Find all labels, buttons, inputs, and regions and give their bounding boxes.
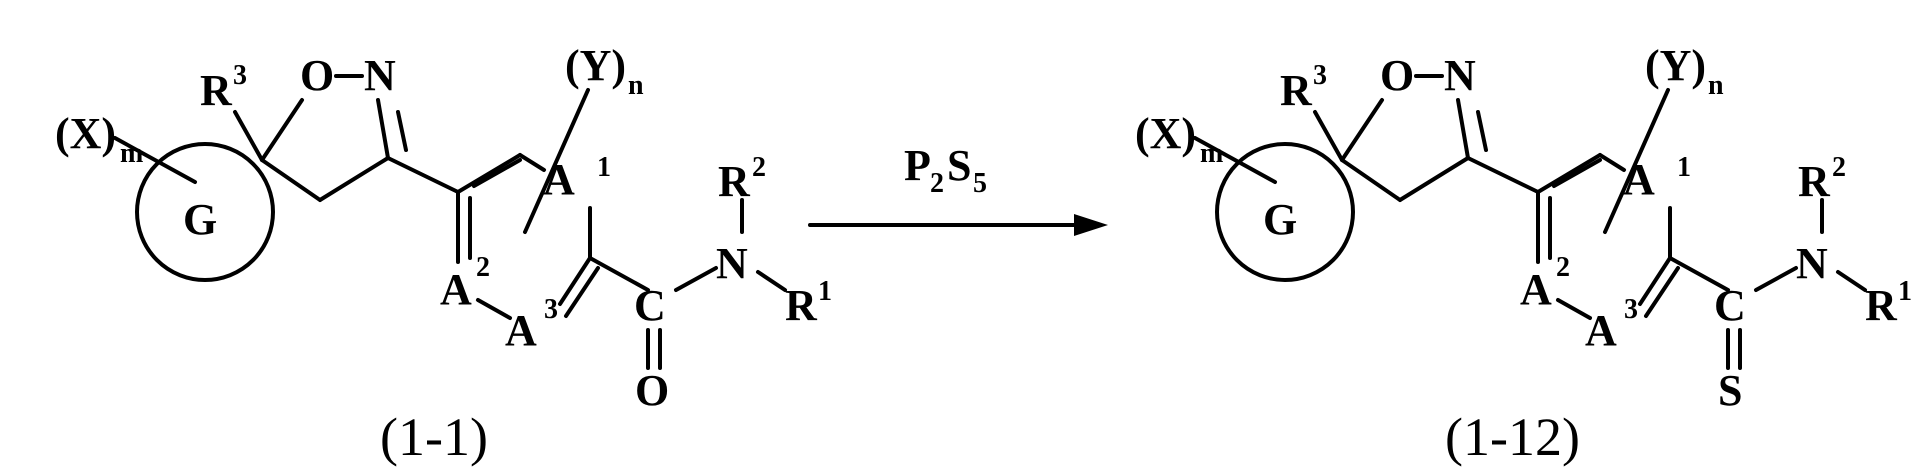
product-r2-sup: 2 (1832, 152, 1846, 183)
product-y-group: (Y) (1645, 41, 1706, 90)
product-r1: R (1865, 281, 1898, 330)
reactant-r3: R (200, 66, 233, 115)
reactant-x-sub: m (120, 138, 143, 169)
product-r3-sup: 3 (1313, 60, 1327, 91)
product-a2: A (1520, 265, 1552, 314)
product-a1-sup: 1 (1677, 152, 1691, 183)
reactant-y-sub: n (628, 70, 644, 101)
reactant-amide-n: N (716, 239, 748, 288)
reactant-hetero: O (635, 366, 669, 415)
reactant-r3-sup: 3 (233, 60, 247, 91)
reactant-g-label: G (183, 195, 217, 244)
product-x-sub: m (1200, 138, 1223, 169)
product-x-group: (X) (1135, 109, 1196, 158)
reactant-structure: G (X) m R 3 O N (Y) n A 1 A 2 A (55, 41, 832, 415)
reagent-label: P 2 S 5 (904, 141, 987, 199)
reactant-r2-sup: 2 (752, 152, 766, 183)
svg-text:S: S (947, 141, 971, 190)
product-structure: G (X) m R 3 O N (Y) n A 1 A 2 A 3 C (1135, 41, 1912, 415)
reactant-a2: A (440, 265, 472, 314)
reactant-label: (1-1) (380, 407, 488, 467)
reactant-a3: A (505, 306, 537, 355)
product-r3: R (1280, 66, 1313, 115)
product-ring-n: N (1444, 51, 1476, 100)
product-label: (1-12) (1445, 407, 1580, 467)
product-a2-sup: 2 (1556, 252, 1570, 283)
product-a1: A (1623, 155, 1655, 204)
svg-text:2: 2 (930, 168, 944, 199)
reactant-y-group: (Y) (565, 41, 626, 90)
product-a3-sup: 3 (1624, 294, 1638, 325)
product-a3: A (1585, 306, 1617, 355)
product-g-label: G (1263, 195, 1297, 244)
product-r2: R (1798, 157, 1831, 206)
product-r1-sup: 1 (1898, 276, 1912, 307)
reactant-a1-sup: 1 (597, 152, 611, 183)
reactant-r1-sup: 1 (818, 276, 832, 307)
svg-text:P: P (904, 141, 931, 190)
reactant-a2-sup: 2 (476, 252, 490, 283)
product-carbon: C (1714, 281, 1746, 330)
reactant-a1: A (543, 155, 575, 204)
svg-text:5: 5 (973, 168, 987, 199)
product-amide-n: N (1796, 239, 1828, 288)
reactant-r1: R (785, 281, 818, 330)
product-hetero: S (1718, 366, 1742, 415)
reactant-ring-o: O (300, 51, 334, 100)
reactant-carbon: C (634, 281, 666, 330)
reactant-a3-sup: 3 (544, 294, 558, 325)
reactant-x-group: (X) (55, 109, 116, 158)
reactant-r2: R (718, 157, 751, 206)
reactant-ring-n: N (364, 51, 396, 100)
product-ring-o: O (1380, 51, 1414, 100)
product-y-sub: n (1708, 70, 1724, 101)
reaction-arrow (810, 214, 1108, 236)
